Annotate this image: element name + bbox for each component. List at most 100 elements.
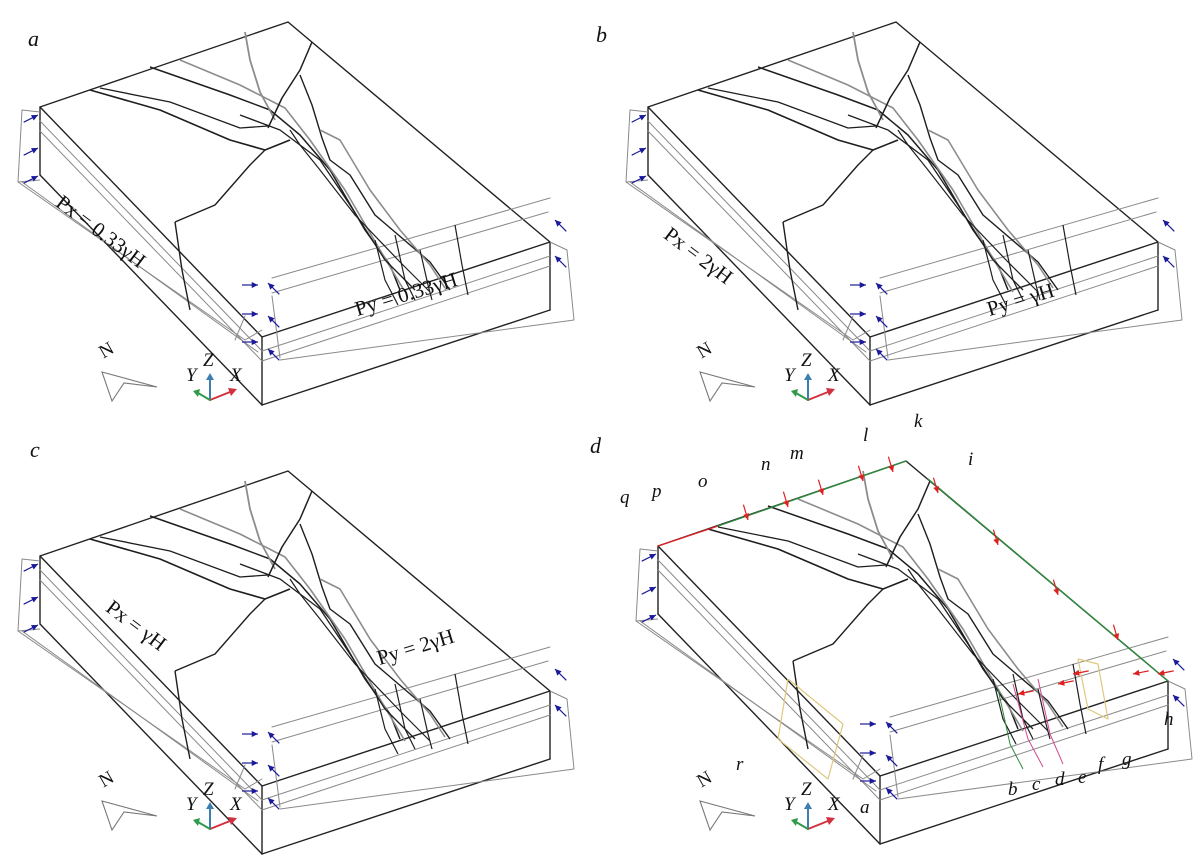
load-arrow xyxy=(267,282,280,295)
load-frame xyxy=(279,241,575,361)
fault-trace xyxy=(792,588,884,662)
y-axis-icon xyxy=(197,392,211,401)
load-arrow xyxy=(242,759,258,767)
fault-trace xyxy=(319,578,446,738)
load-frame xyxy=(234,315,246,341)
fault-trace xyxy=(697,89,899,151)
load-arrow xyxy=(554,704,567,717)
boundary-edge-green xyxy=(717,460,907,527)
load-arrow xyxy=(267,764,280,777)
z-axis-arrowhead xyxy=(206,802,214,809)
fault-trace xyxy=(782,149,874,223)
boundary-edge-red xyxy=(657,525,719,547)
fault-label-g: g xyxy=(1122,749,1132,770)
block-edge xyxy=(879,748,1169,845)
model-block xyxy=(17,470,575,855)
load-arrow xyxy=(850,338,866,346)
fault-label-p: p xyxy=(652,481,662,502)
layer-line xyxy=(879,704,1169,801)
fault-trace xyxy=(937,568,1064,728)
y-axis-icon xyxy=(795,392,809,401)
load-frame xyxy=(879,295,889,359)
fault-trace xyxy=(419,249,433,301)
fault-label-n: n xyxy=(761,454,771,475)
x-axis-arrowhead xyxy=(826,388,835,396)
block-edge xyxy=(647,174,871,406)
load-arrow xyxy=(875,282,888,295)
layer-line xyxy=(261,704,551,801)
fault-label-f: f xyxy=(1098,754,1104,775)
load-arrow xyxy=(850,310,866,318)
load-arrow xyxy=(554,255,567,268)
fault-trace xyxy=(1037,688,1051,740)
load-arrow xyxy=(860,720,876,728)
load-arrow xyxy=(631,175,647,184)
x-axis-arrowhead xyxy=(228,388,237,396)
layer-line xyxy=(261,714,551,811)
load-arrow xyxy=(1172,694,1185,707)
fault-trace xyxy=(174,149,266,223)
fault-label-r: r xyxy=(736,754,744,775)
z-axis-label: Z xyxy=(203,350,214,371)
red-load-arrow xyxy=(782,491,790,508)
model-block xyxy=(635,456,1193,845)
y-axis-label: Y xyxy=(784,794,795,815)
block-edge xyxy=(39,174,263,406)
panel-label: b xyxy=(596,22,607,47)
load-frame xyxy=(21,630,259,802)
block-top-back-edge xyxy=(39,470,551,692)
fault-trace xyxy=(875,41,921,129)
fault-label-e: e xyxy=(1078,767,1087,788)
load-arrow xyxy=(267,348,280,361)
x-axis-label: X xyxy=(230,365,242,386)
y-axis-icon xyxy=(197,821,211,830)
layer-line xyxy=(647,120,871,352)
fault-trace xyxy=(174,221,191,311)
red-load-arrow xyxy=(817,479,825,496)
load-arrow xyxy=(554,668,567,681)
north-arrow-icon xyxy=(699,371,756,403)
red-load-arrow xyxy=(742,504,750,521)
load-frame xyxy=(862,768,881,780)
fault-trace xyxy=(454,224,469,296)
layer-line xyxy=(869,265,1159,362)
fault-trace xyxy=(394,683,416,750)
fault-trace xyxy=(179,59,406,293)
fault-trace xyxy=(707,528,909,590)
fault-trace xyxy=(239,563,416,740)
fault-trace xyxy=(897,129,1039,293)
block-top-back-edge xyxy=(647,21,1159,243)
load-frame xyxy=(271,295,281,359)
load-arrow xyxy=(885,787,898,800)
load-frame xyxy=(279,690,575,810)
fault-trace xyxy=(1072,663,1087,735)
fault-trace xyxy=(1002,234,1024,301)
y-axis-arrowhead xyxy=(791,818,798,826)
load-frame xyxy=(21,181,259,353)
load-arrow xyxy=(631,147,647,156)
load-arrow xyxy=(641,586,657,595)
load-arrow xyxy=(554,219,567,232)
load-arrow xyxy=(23,624,39,633)
load-arrow xyxy=(631,114,647,123)
fault-trace xyxy=(99,87,269,129)
fault-trace xyxy=(717,526,887,568)
y-axis-arrowhead xyxy=(193,389,200,397)
load-frame xyxy=(852,329,871,341)
fault-label-d: d xyxy=(1055,769,1065,790)
load-arrow xyxy=(242,281,258,289)
y-axis-label: Y xyxy=(784,365,795,386)
y-axis-arrowhead xyxy=(193,818,200,826)
load-frame xyxy=(629,181,867,353)
z-axis-label: Z xyxy=(801,350,812,371)
fault-trace xyxy=(862,470,894,560)
load-frame xyxy=(897,680,1193,800)
x-axis-arrowhead xyxy=(826,817,835,825)
load-frame xyxy=(879,197,1159,279)
fault-label-q: q xyxy=(620,487,630,508)
load-arrow xyxy=(242,310,258,318)
load-arrow xyxy=(641,553,657,562)
layer-line xyxy=(39,579,263,811)
